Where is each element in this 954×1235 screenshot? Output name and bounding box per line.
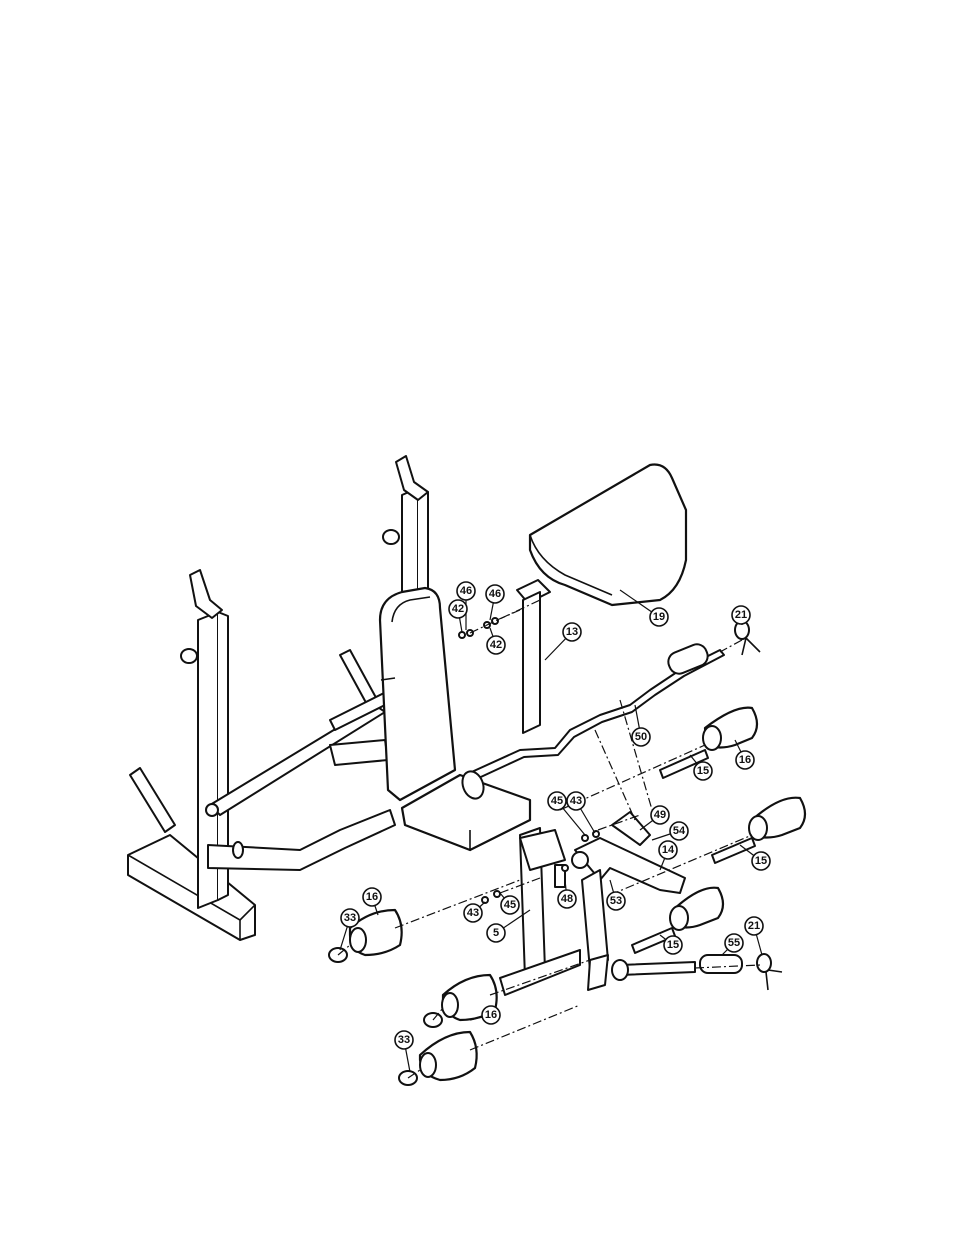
callout-circle [448, 599, 468, 619]
callout-49: 49 [639, 805, 670, 831]
callout-19: 19 [619, 589, 669, 627]
callout-circle [500, 895, 520, 915]
callout-circle [485, 584, 505, 604]
callout-circle [566, 791, 586, 811]
seat-back-pad [378, 586, 457, 802]
callout-label: 16 [485, 1009, 497, 1021]
callout-42: 42 [448, 599, 468, 633]
callout-label: 33 [398, 1034, 410, 1046]
lower-frame [499, 827, 581, 996]
callout-circle [650, 805, 670, 825]
callout-label: 16 [739, 754, 751, 766]
callout-circle [456, 581, 476, 601]
callout-label: 5 [493, 927, 499, 939]
callout-15: 15 [659, 934, 683, 955]
callout-circle [751, 851, 771, 871]
callout-33: 33 [339, 908, 360, 951]
callout-circle [486, 635, 506, 655]
callout-circle [724, 933, 744, 953]
callout-circle [693, 761, 713, 781]
callout-53: 53 [606, 879, 626, 911]
bench-frame [127, 455, 429, 941]
callout-label: 54 [673, 825, 686, 837]
hardware [458, 617, 600, 904]
callout-circle [663, 935, 683, 955]
callout-14: 14 [658, 840, 678, 871]
callout-16: 16 [469, 1005, 501, 1025]
callout-layer: 19 13 46 46 42 42 21 50 16 15 49 45 43 54 14 15 53 48 45 43… [339, 581, 771, 1073]
callout-label: 43 [570, 795, 582, 807]
callout-21: 21 [744, 916, 764, 956]
callout-label: 45 [504, 899, 516, 911]
callout-label: 55 [728, 937, 740, 949]
callout-label: 15 [755, 855, 767, 867]
foam-rollers [328, 706, 807, 1086]
callout-label: 19 [653, 611, 665, 623]
callout-33: 33 [394, 1030, 414, 1073]
callout-label: 50 [635, 731, 647, 743]
callout-label: 42 [490, 639, 502, 651]
callout-label: 16 [366, 891, 378, 903]
callout-label: 46 [489, 588, 501, 600]
callout-circle [744, 916, 764, 936]
callout-label: 48 [561, 893, 573, 905]
callout-15: 15 [689, 754, 713, 781]
callout-label: 13 [566, 626, 578, 638]
callout-circle [562, 622, 582, 642]
callout-label: 49 [654, 809, 666, 821]
callout-circle [631, 727, 651, 747]
callout-circle [486, 923, 506, 943]
callout-label: 15 [697, 765, 709, 777]
callout-46: 46 [456, 581, 476, 630]
callout-circle [481, 1005, 501, 1025]
callout-label: 14 [662, 844, 675, 856]
callout-43: 43 [463, 901, 486, 923]
ez-curl-bar [461, 643, 725, 800]
callout-50: 50 [631, 704, 651, 747]
callout-circle [669, 821, 689, 841]
callout-label: 15 [667, 939, 679, 951]
spring-collars [734, 620, 783, 991]
callout-circle [606, 891, 626, 911]
callout-48: 48 [557, 879, 577, 909]
callout-label: 33 [344, 912, 356, 924]
callout-circle [649, 607, 669, 627]
callout-circle [340, 908, 360, 928]
callout-label: 43 [467, 907, 479, 919]
leg-developer-arm [571, 811, 686, 991]
callout-16: 16 [734, 739, 755, 770]
callout-label: 42 [452, 603, 464, 615]
callout-15: 15 [739, 844, 771, 871]
callout-circle [463, 903, 483, 923]
callout-13: 13 [544, 622, 582, 661]
callout-circle [547, 791, 567, 811]
callout-circle [557, 889, 577, 909]
callout-46: 46 [485, 584, 505, 621]
callout-43: 43 [566, 791, 596, 834]
assembly-lines [337, 599, 761, 1079]
callout-circle [394, 1030, 414, 1050]
callout-54: 54 [651, 821, 689, 841]
callout-label: 21 [735, 609, 747, 621]
callout-label: 21 [748, 920, 760, 932]
callout-circle [735, 750, 755, 770]
callout-circle [658, 840, 678, 860]
preacher-curl-pad [516, 463, 688, 607]
callout-21: 21 [731, 605, 751, 626]
callout-55: 55 [721, 933, 744, 956]
seat-pad [400, 773, 532, 852]
preacher-post [522, 591, 541, 734]
callout-16: 16 [362, 887, 382, 916]
callout-42: 42 [486, 627, 506, 655]
callout-45: 45 [499, 892, 520, 915]
callout-45: 45 [547, 791, 586, 836]
callout-label: 53 [610, 895, 622, 907]
callout-circle [362, 887, 382, 907]
callout-label: 46 [460, 585, 472, 597]
callout-circle [731, 605, 751, 625]
callout-5: 5 [486, 909, 531, 943]
callout-label: 45 [551, 795, 563, 807]
